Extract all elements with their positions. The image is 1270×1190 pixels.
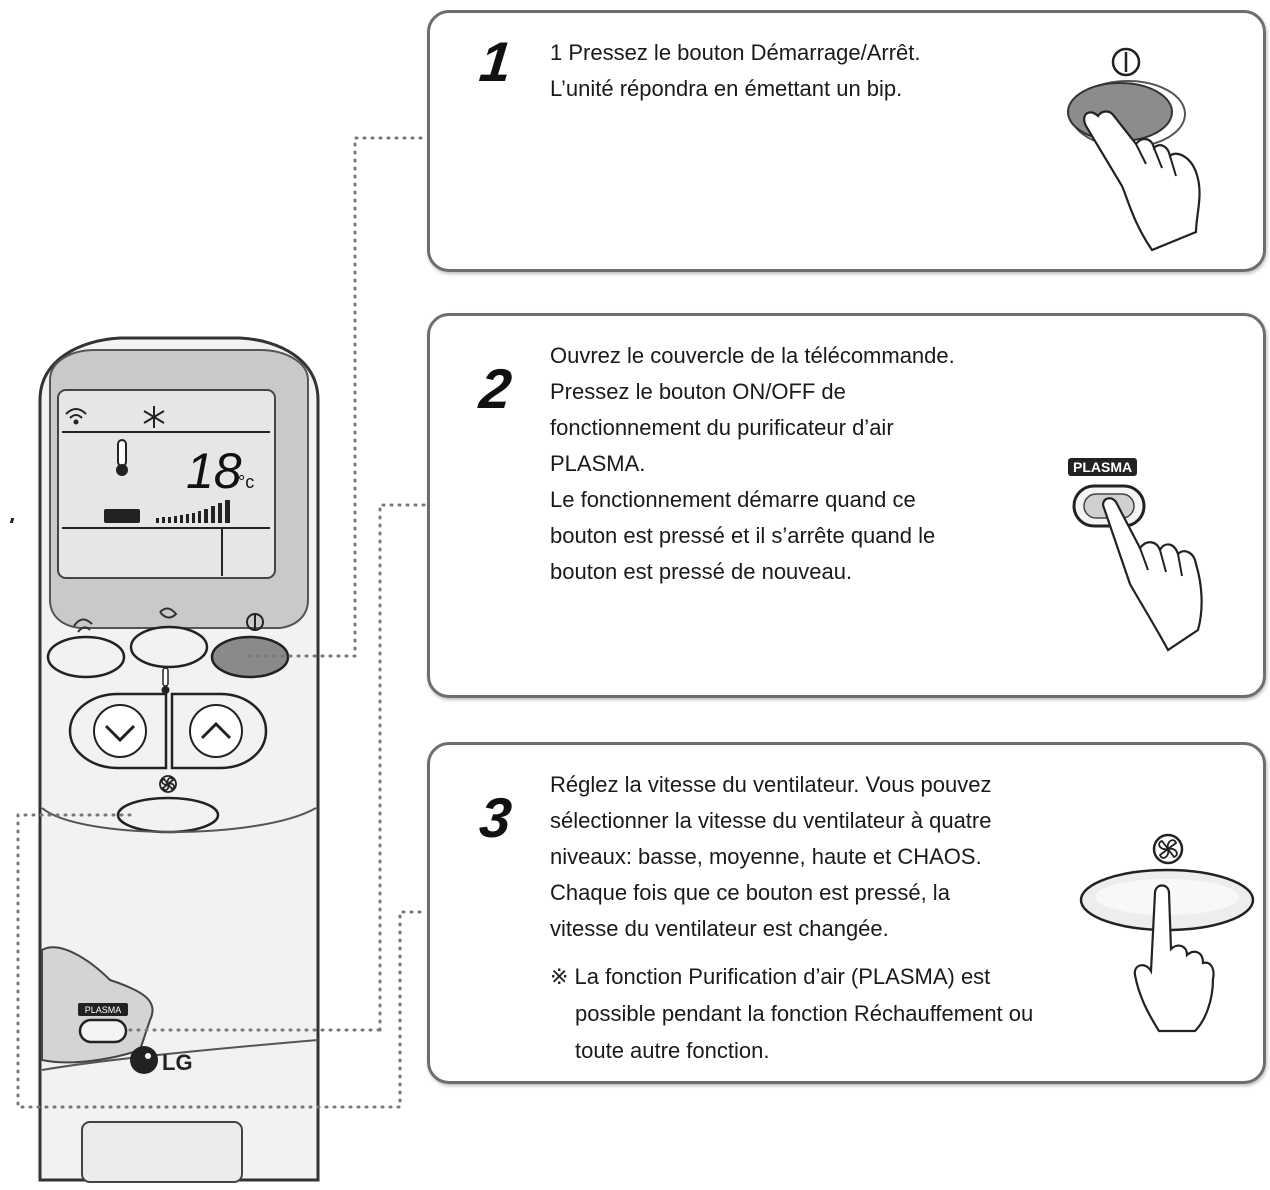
step-1-line: 1 Pressez le bouton Démarrage/Arrêt. bbox=[550, 40, 921, 65]
plasma-button-illustration bbox=[1072, 484, 1203, 652]
connector-lines bbox=[16, 136, 429, 1109]
step-2-panel: 2 Ouvrez le couvercle de la télécommande… bbox=[427, 313, 1266, 698]
step-3-line: vitesse du ventilateur est changée. bbox=[550, 916, 889, 941]
step-3-line: sélectionner la vitesse du ventilateur à… bbox=[550, 808, 992, 833]
lcd-unit: °c bbox=[238, 472, 254, 492]
step-1-text: 1 Pressez le bouton Démarrage/Arrêt. L’u… bbox=[550, 35, 921, 107]
battery-cover bbox=[81, 1121, 243, 1183]
fan-icon bbox=[1152, 833, 1184, 865]
lg-logo bbox=[130, 1046, 158, 1074]
lcd-display bbox=[57, 389, 276, 579]
step-3-line: Chaque fois que ce bouton est pressé, la bbox=[550, 880, 950, 905]
step-2-line: fonctionnement du purificateur d’air bbox=[550, 415, 894, 440]
remote-plasma-label bbox=[78, 1003, 128, 1016]
note-line: possible pendant la fonction Réchauffeme… bbox=[575, 1001, 1034, 1026]
note-line: toute autre fonction. bbox=[575, 1038, 770, 1063]
step-3-line: niveaux: basse, moyenne, haute et CHAOS. bbox=[550, 844, 982, 869]
step-2-line: bouton est pressé et il s’arrête quand l… bbox=[550, 523, 936, 548]
hand-icon bbox=[1133, 884, 1215, 1033]
step-2-line: Le fonctionnement démarre quand ce bbox=[550, 487, 916, 512]
step-2-text: Ouvrez le couvercle de la télécommande. … bbox=[550, 338, 955, 590]
swing-button[interactable] bbox=[46, 635, 126, 679]
note-line: ※ La fonction Purification d’air (PLASMA… bbox=[550, 964, 991, 989]
swing-icon bbox=[73, 618, 93, 633]
lcd-temperature: 18 bbox=[186, 443, 242, 499]
chevron-down-icon bbox=[104, 724, 136, 743]
step-3-note: ※ La fonction Purification d’air (PLASMA… bbox=[550, 958, 1033, 1069]
remote-plasma-label-text: PLASMA bbox=[85, 1005, 122, 1015]
signal-icon bbox=[65, 408, 87, 425]
step-2-line: bouton est pressé de nouveau. bbox=[550, 559, 853, 584]
snowflake-icon bbox=[143, 406, 165, 428]
lcd-plasma-indicator bbox=[104, 509, 140, 523]
chevron-up-icon bbox=[200, 721, 232, 740]
thermometer-icon bbox=[116, 439, 128, 476]
airflow-icon bbox=[159, 607, 178, 619]
fan-icon bbox=[159, 775, 177, 793]
power-icon bbox=[1111, 47, 1141, 77]
step-2-line: PLASMA. bbox=[550, 451, 646, 476]
step-2-line: Ouvrez le couvercle de la télécommande. bbox=[550, 343, 955, 368]
step-1-panel: 1 1 Pressez le bouton Démarrage/Arrêt. L… bbox=[427, 10, 1266, 272]
fan-button-illustration bbox=[1079, 833, 1255, 1033]
step-3-text: Réglez la vitesse du ventilateur. Vous p… bbox=[550, 767, 992, 947]
power-button-illustration bbox=[1067, 47, 1201, 252]
fan-speed-bars bbox=[9, 500, 230, 523]
step-3-line: Réglez la vitesse du ventilateur. Vous p… bbox=[550, 772, 992, 797]
plasma-button[interactable] bbox=[78, 1018, 128, 1044]
step-3-panel: 3 Réglez la vitesse du ventilateur. Vous… bbox=[427, 742, 1266, 1084]
fan-speed-button[interactable] bbox=[116, 796, 220, 834]
hand-icon bbox=[1102, 497, 1203, 652]
plasma-badge: PLASMA bbox=[1068, 458, 1138, 476]
step-2-line: Pressez le bouton ON/OFF de bbox=[550, 379, 846, 404]
thermometer-icon bbox=[161, 667, 170, 694]
power-icon bbox=[246, 613, 264, 631]
hand-icon bbox=[1083, 110, 1201, 252]
brand-name: LG bbox=[162, 1050, 193, 1075]
step-1-line: L’unité répondra en émettant un bip. bbox=[550, 76, 903, 101]
airflow-button[interactable] bbox=[129, 625, 209, 669]
